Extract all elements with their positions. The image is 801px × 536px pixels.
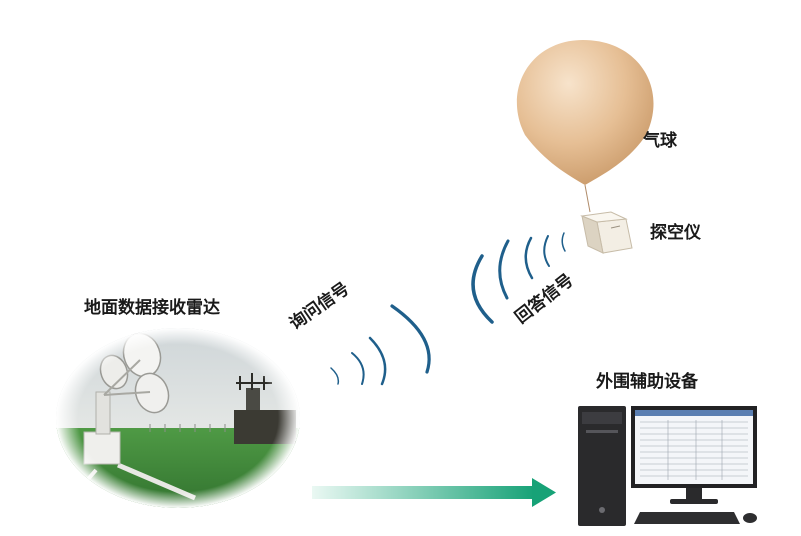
external-equipment-label: 外围辅助设备 xyxy=(596,372,698,392)
flow-arrow-icon xyxy=(312,478,556,507)
radiosonde-label: 探空仪 xyxy=(650,223,701,243)
radar-photo xyxy=(56,328,300,508)
balloon-label: 气球 xyxy=(643,131,677,151)
balloon-icon xyxy=(516,40,654,213)
interrogation-signal-waves-icon xyxy=(330,304,431,386)
computer-icon xyxy=(578,406,757,526)
radar-label: 地面数据接收雷达 xyxy=(84,298,220,318)
radiosonde-icon xyxy=(580,211,633,254)
reply-signal-waves-icon xyxy=(471,232,566,324)
